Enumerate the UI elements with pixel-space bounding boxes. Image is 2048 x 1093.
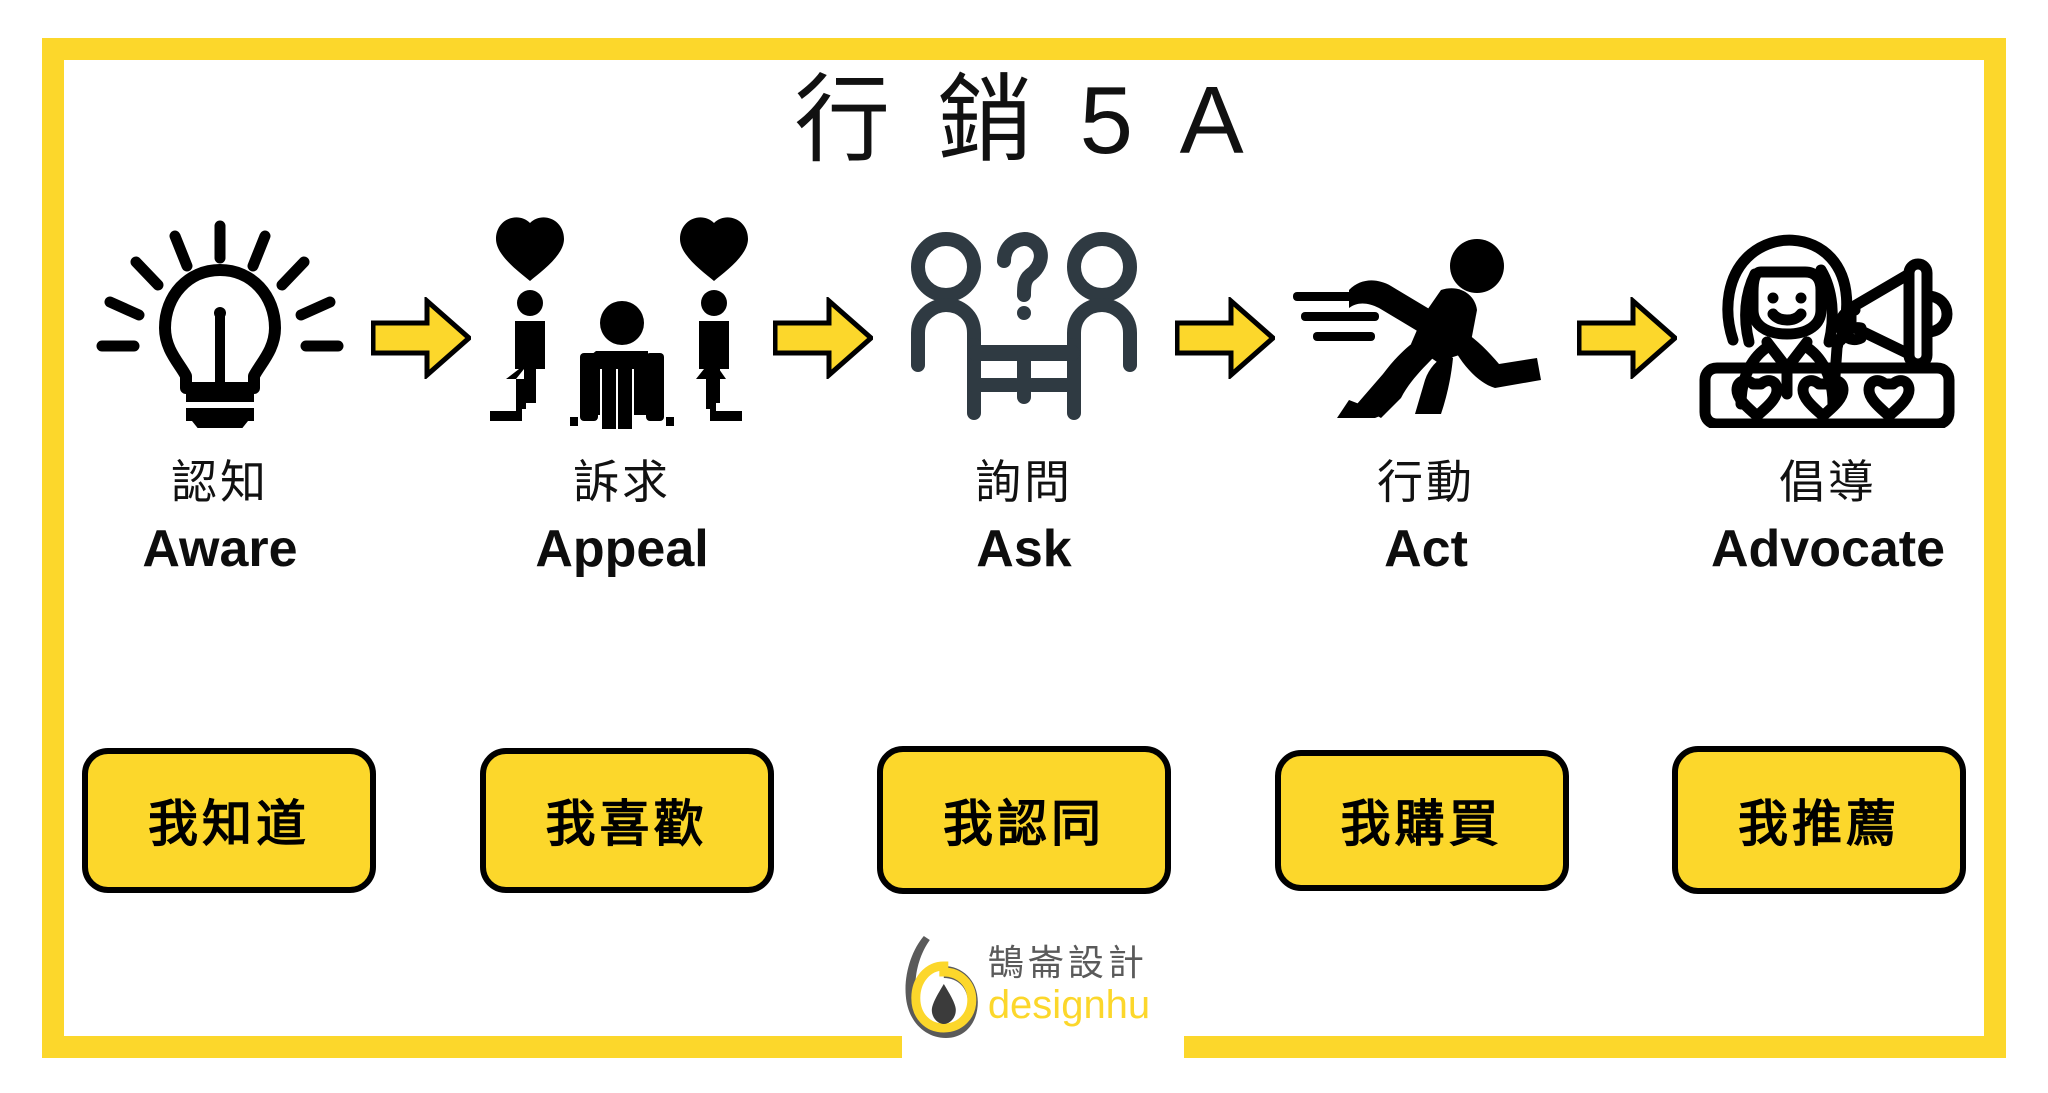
frame-border-right — [1984, 38, 2006, 1058]
stages-row: 認知 Aware — [70, 215, 1978, 675]
stage-label-en: Advocate — [1710, 519, 1946, 578]
lightbulb-icon — [70, 215, 370, 430]
stage-label-cn: 訴求 — [573, 456, 671, 508]
arrow-ask-to-act — [1174, 215, 1276, 430]
stage-label-cn: 認知 — [171, 456, 269, 508]
logo-text-en: designhu — [987, 983, 1151, 1027]
frame-border-bottom-left — [42, 1036, 902, 1058]
two-people-question-table-icon — [874, 215, 1174, 430]
running-person-icon — [1276, 215, 1576, 430]
chip-appeal[interactable]: 我喜歡 — [479, 747, 774, 893]
chip-ask[interactable]: 我認同 — [877, 746, 1171, 894]
chip-advocate[interactable]: 我推薦 — [1672, 746, 1966, 894]
stage-label-cn: 倡導 — [1779, 456, 1877, 508]
page-title: 行 銷 5 A — [794, 67, 1254, 174]
stage-label-en: Ask — [976, 519, 1072, 578]
logo-text-cn: 鵠崙設計 — [987, 942, 1148, 983]
stage-ask: 詢問 Ask — [874, 215, 1174, 579]
stage-act: 行動 Act — [1276, 215, 1576, 579]
stage-label-en: Aware — [142, 519, 298, 578]
stage-advocate: 倡導 Advocate — [1678, 215, 1978, 579]
arrow-act-to-advocate — [1576, 215, 1678, 430]
chip-act[interactable]: 我購買 — [1274, 749, 1569, 891]
frame-border-left — [42, 38, 64, 1058]
stage-label-cn: 行動 — [1377, 456, 1475, 508]
designhu-bird-mark — [905, 935, 978, 1038]
stage-label-cn: 詢問 — [975, 456, 1073, 508]
stage-label-en: Act — [1384, 519, 1468, 578]
chip-aware[interactable]: 我知道 — [82, 747, 376, 893]
woman-megaphone-hearts-icon — [1678, 215, 1978, 430]
frame-border-top — [42, 38, 2006, 60]
logo-wordmark: 鵠崙設計 designhu — [987, 942, 1151, 1027]
arrow-aware-to-appeal — [370, 215, 472, 430]
stage-appeal: 訴求 Appeal — [472, 215, 772, 579]
stage-label-en: Appeal — [535, 519, 709, 578]
arrow-appeal-to-ask — [772, 215, 874, 430]
people-hearts-icon — [472, 215, 772, 430]
frame-border-bottom-right — [1184, 1036, 2006, 1058]
brand-logo: 鵠崙設計 designhu — [898, 925, 1150, 1045]
chips-row: 我知道 我喜歡 我認同 我購買 我推薦 — [70, 745, 1978, 895]
stage-aware: 認知 Aware — [70, 215, 370, 579]
